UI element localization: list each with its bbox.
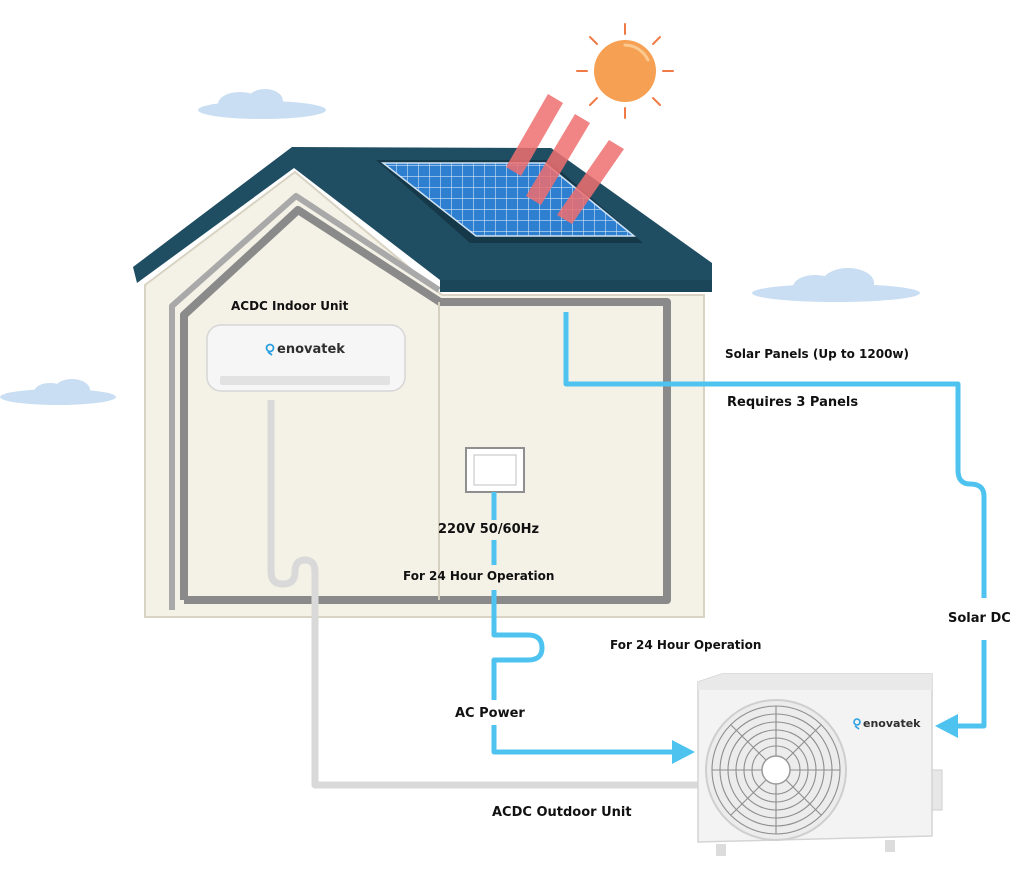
refrigerant-pipe <box>267 400 698 789</box>
cloud-left <box>0 379 116 405</box>
outdoor-ac-unit: enovatek <box>697 673 943 856</box>
solar-dc-cable <box>563 312 987 729</box>
operation-outside-label: For 24 Hour Operation <box>610 638 762 652</box>
outdoor-unit-label: ACDC Outdoor Unit <box>492 805 632 820</box>
operation-inside-label: For 24 Hour Operation <box>403 569 555 583</box>
solar-panels-label: Solar Panels (Up to 1200w) <box>725 347 910 361</box>
indoor-ac-unit: enovatek <box>206 324 406 392</box>
voltage-label: 220V 50/60Hz <box>438 522 540 537</box>
outdoor-logo-text: enovatek <box>863 717 921 730</box>
solar-dc-label: Solar DC <box>948 611 1011 626</box>
wall-socket <box>465 447 525 493</box>
indoor-logo-text: enovatek <box>277 342 345 357</box>
requires-panels-label: Requires 3 Panels <box>727 395 859 410</box>
house-wall <box>144 170 705 618</box>
solar-dc-arrow <box>935 714 958 738</box>
outdoor-logo-icon <box>853 718 861 730</box>
cloud-right <box>752 268 920 302</box>
sun-rays <box>506 94 624 224</box>
indoor-logo-icon <box>265 343 275 356</box>
ac-power-cable <box>491 492 672 755</box>
indoor-unit-label: ACDC Indoor Unit <box>231 299 349 313</box>
ac-power-arrow <box>672 740 695 764</box>
ac-power-label: AC Power <box>455 706 525 721</box>
cloud-top-left <box>198 89 326 119</box>
sun-icon <box>576 23 674 119</box>
